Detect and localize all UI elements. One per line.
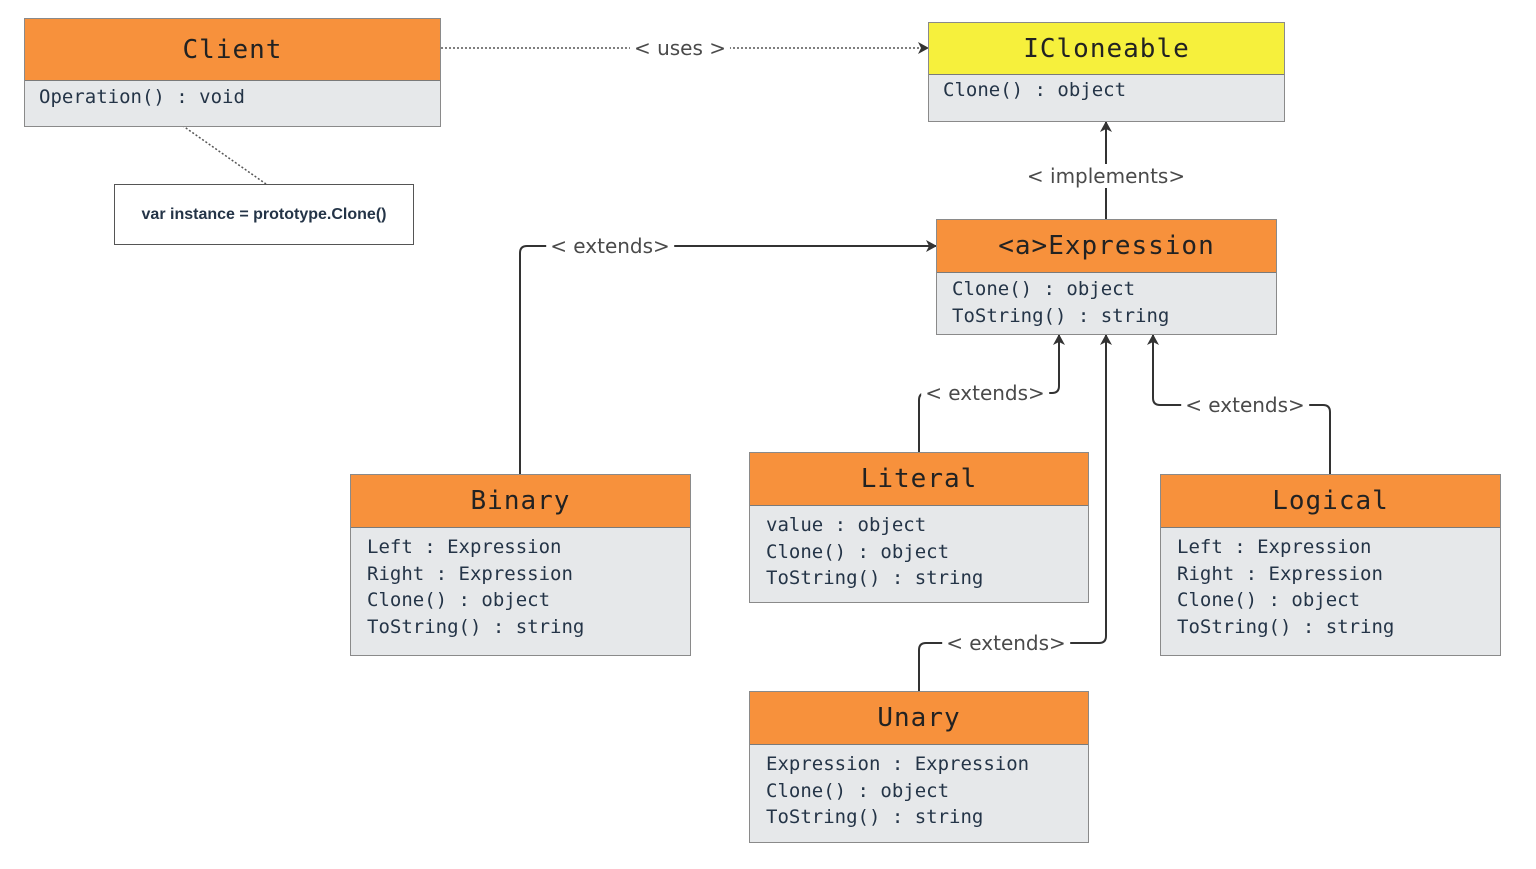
unary-members: Expression : Expression Clone() : object… — [750, 745, 1088, 831]
literal-class-name: Literal — [750, 453, 1088, 506]
binary-member: Clone() : object — [367, 589, 551, 611]
client-class-name: Client — [25, 19, 440, 81]
binary-member: ToString() : string — [367, 615, 585, 638]
expression-members: Clone() : object ToString() : string — [937, 273, 1276, 329]
literal-class: Literal value : object Clone() : object … — [749, 452, 1089, 603]
icloneable-member: Clone() : object — [943, 79, 1127, 101]
binary-member: Left : Expression — [367, 536, 562, 558]
logical-member: Left : Expression — [1177, 536, 1372, 558]
logical-class-name: Logical — [1161, 475, 1500, 528]
binary-members: Left : Expression Right : Expression Clo… — [351, 528, 690, 640]
logical-member: ToString() : string — [1177, 615, 1395, 638]
icloneable-interface: ICloneable Clone() : object — [928, 22, 1285, 122]
binary-member: Right : Expression — [367, 562, 573, 585]
binary-extends-label: < extends> — [546, 234, 674, 258]
note-anchor-connector — [152, 104, 267, 185]
literal-extends-label: < extends> — [921, 381, 1049, 405]
icloneable-members: Clone() : object — [929, 75, 1284, 104]
binary-extends-connector — [519, 240, 937, 474]
icloneable-name: ICloneable — [929, 23, 1284, 75]
logical-members: Left : Expression Right : Expression Clo… — [1161, 528, 1500, 640]
expression-class: <a>Expression Clone() : object ToString(… — [936, 219, 1277, 335]
expression-member: Clone() : object — [952, 278, 1136, 300]
binary-class-name: Binary — [351, 475, 690, 528]
logical-class: Logical Left : Expression Right : Expres… — [1160, 474, 1501, 656]
expression-class-name: <a>Expression — [937, 220, 1276, 273]
client-members: Operation() : void — [25, 81, 440, 111]
unary-class: Unary Expression : Expression Clone() : … — [749, 691, 1089, 843]
literal-member: ToString() : string — [766, 567, 984, 589]
client-class: Client Operation() : void — [24, 18, 441, 127]
client-member: Operation() : void — [39, 86, 245, 108]
unary-class-name: Unary — [750, 692, 1088, 745]
logical-extends-label: < extends> — [1181, 393, 1309, 417]
code-note: var instance = prototype.Clone() — [114, 184, 414, 245]
literal-members: value : object Clone() : object ToString… — [750, 506, 1088, 592]
unary-member: Expression : Expression — [766, 753, 1030, 775]
logical-member: Clone() : object — [1177, 589, 1361, 611]
implements-label: < implements> — [1022, 164, 1190, 188]
literal-member: Clone() : object — [766, 540, 950, 563]
binary-class: Binary Left : Expression Right : Express… — [350, 474, 691, 656]
unary-extends-label: < extends> — [942, 631, 1070, 655]
literal-member: value : object — [766, 514, 927, 536]
logical-member: Right : Expression — [1177, 562, 1383, 585]
uses-label: < uses > — [629, 36, 731, 60]
unary-member: ToString() : string — [766, 806, 984, 828]
unary-member: Clone() : object — [766, 779, 950, 802]
expression-member: ToString() : string — [952, 304, 1170, 327]
